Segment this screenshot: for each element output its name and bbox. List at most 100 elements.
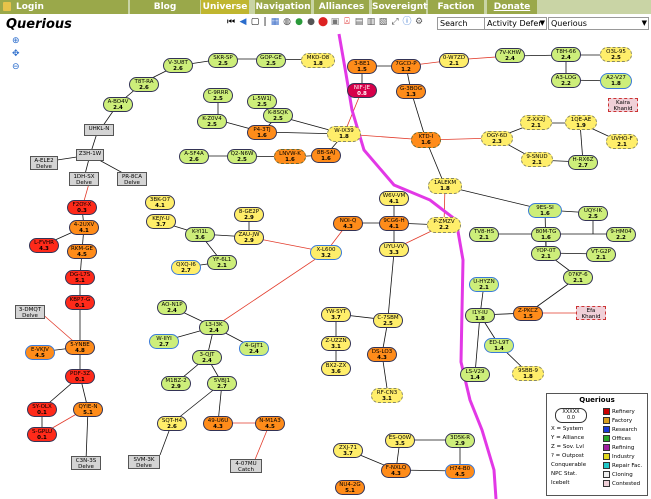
document-icon[interactable]: ▤ xyxy=(354,17,364,27)
login-button[interactable]: Login xyxy=(0,0,128,14)
search-input[interactable]: Search xyxy=(437,17,487,30)
image-icon[interactable]: ▣ xyxy=(330,17,340,27)
nav-universe[interactable]: Universe xyxy=(201,0,249,14)
sphere-green-icon[interactable]: ● xyxy=(295,17,303,27)
nav-alliances[interactable]: Alliances xyxy=(314,0,369,14)
nav-navigation[interactable]: Navigation xyxy=(255,0,311,14)
station-box[interactable]: UHKL-N xyxy=(84,124,114,136)
first-page-icon[interactable]: ⏮ xyxy=(226,17,236,27)
region-select[interactable]: Querious ▼ xyxy=(548,17,649,30)
pan-icon[interactable]: ✥ xyxy=(12,49,20,59)
info-icon[interactable]: ⓘ xyxy=(402,17,412,27)
nav-sovereignty[interactable]: Sovereignty xyxy=(372,0,434,14)
map-zoom-icon[interactable]: ▢ xyxy=(250,17,260,27)
zoom-in-icon[interactable]: ⊕ xyxy=(12,36,20,46)
nav-donate[interactable]: Donate xyxy=(487,0,537,14)
fullscreen-icon[interactable]: ▧ xyxy=(378,17,388,27)
location-pin-icon[interactable]: ⬤ xyxy=(318,17,329,27)
grid-view-icon[interactable]: ▦ xyxy=(270,17,280,27)
nav-blog[interactable]: Blog xyxy=(130,0,200,14)
previous-icon[interactable]: ◀ xyxy=(239,17,247,27)
pdf-icon[interactable]: ⍓ xyxy=(344,17,350,27)
expand-icon[interactable]: ⤢ xyxy=(391,17,399,27)
sphere-icon[interactable]: ◍ xyxy=(283,17,291,27)
